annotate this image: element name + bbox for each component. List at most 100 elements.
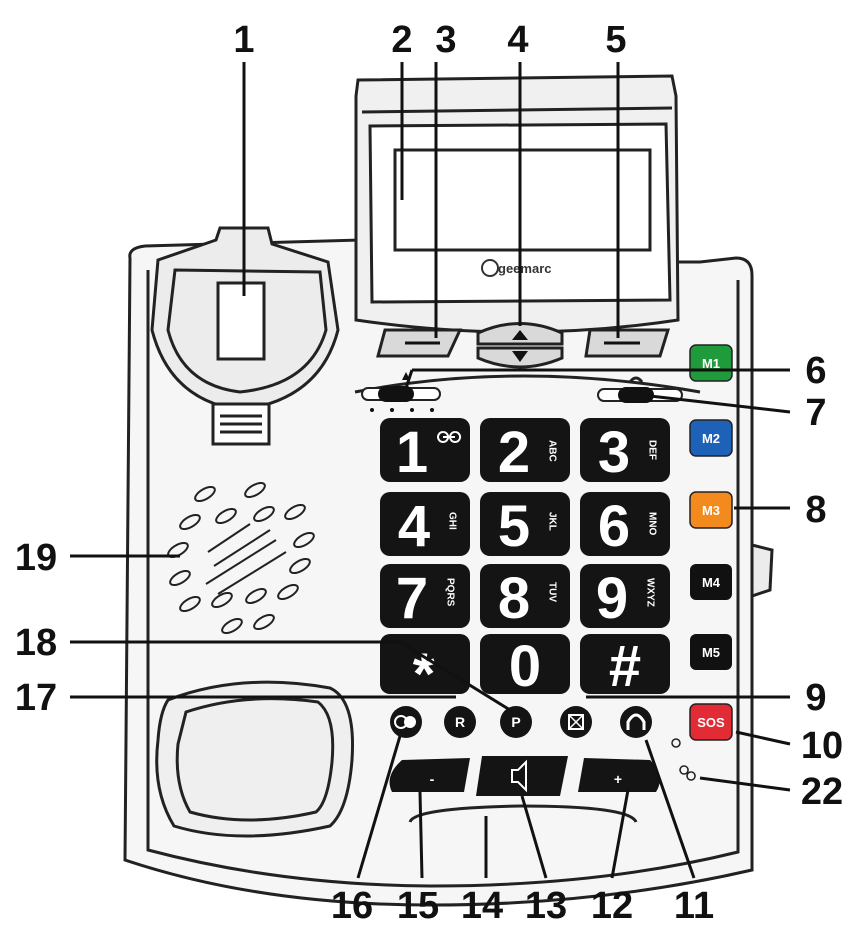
- pause-button[interactable]: P: [500, 706, 532, 738]
- callout-6: 6: [805, 350, 826, 392]
- key-9[interactable]: 9 WXYZ: [580, 564, 670, 631]
- svg-text:TUV: TUV: [547, 582, 558, 602]
- key-1[interactable]: 1: [380, 418, 470, 485]
- sos-button[interactable]: SOS: [689, 703, 733, 741]
- callout-17: 17: [15, 677, 57, 719]
- svg-text:-: -: [430, 771, 435, 787]
- key-hash[interactable]: #: [580, 634, 670, 699]
- svg-text:DEF: DEF: [647, 440, 658, 460]
- callout-15: 15: [397, 885, 439, 927]
- callout-14: 14: [461, 885, 503, 927]
- callout-13: 13: [525, 885, 567, 927]
- memory-button-m5[interactable]: M5: [690, 634, 732, 670]
- link-icon: [679, 765, 696, 781]
- voicemail-icon: [437, 431, 462, 443]
- key-6[interactable]: 6 MNO: [580, 492, 670, 559]
- svg-text:PQRS: PQRS: [445, 578, 456, 607]
- callout-16: 16: [331, 885, 373, 927]
- svg-text:8: 8: [498, 566, 530, 631]
- handset-cradle-inner: [166, 268, 328, 394]
- key-7[interactable]: 7 PQRS: [380, 564, 470, 631]
- speaker-icon: [511, 759, 527, 793]
- svg-text:R: R: [455, 714, 465, 730]
- memory-button-m2[interactable]: M2: [689, 419, 733, 457]
- svg-text:GHI: GHI: [447, 512, 458, 530]
- svg-text:+: +: [614, 771, 622, 787]
- svg-text:4: 4: [398, 494, 430, 559]
- callout-11: 11: [674, 885, 714, 927]
- mute-icon: [568, 714, 584, 730]
- callout-9: 9: [805, 677, 826, 719]
- svg-text:MNO: MNO: [647, 512, 658, 536]
- leader-lines: [70, 62, 791, 879]
- key-2[interactable]: 2 ABC: [480, 418, 570, 485]
- nav-up-arrow-icon: [512, 330, 528, 340]
- sliders-arc: [354, 374, 701, 394]
- svg-text:M5: M5: [702, 645, 720, 660]
- display-lid-edge: [361, 106, 673, 114]
- speaker-grille: [167, 482, 315, 634]
- lcd-screen: [393, 148, 652, 252]
- nav-down-arrow-icon: [512, 351, 528, 362]
- svg-text:7: 7: [396, 566, 428, 631]
- headset-button[interactable]: [620, 706, 652, 738]
- callout-1: 1: [233, 19, 254, 61]
- callout-18: 18: [15, 622, 57, 664]
- volume-up-button[interactable]: +: [578, 758, 660, 792]
- memory-button-m1[interactable]: M1: [689, 344, 733, 382]
- memory-button-m4[interactable]: M4: [690, 564, 732, 600]
- callout-22: 22: [801, 771, 843, 813]
- svg-text:1: 1: [396, 420, 428, 485]
- callout-3: 3: [435, 19, 456, 61]
- svg-text:2: 2: [498, 420, 530, 485]
- svg-text:M4: M4: [702, 575, 721, 590]
- svg-text:M3: M3: [702, 503, 720, 518]
- svg-text:3: 3: [598, 420, 630, 485]
- callout-5: 5: [605, 19, 626, 61]
- geemarc-logo: geemarc: [481, 259, 551, 277]
- brand-name: geemarc: [498, 261, 551, 276]
- recall-button[interactable]: R: [444, 706, 476, 738]
- key-8[interactable]: 8 TUV: [480, 564, 570, 631]
- volume-down-button[interactable]: -: [389, 758, 470, 792]
- svg-text:*: *: [413, 642, 436, 707]
- svg-text:0: 0: [509, 634, 541, 699]
- side-tab: [750, 543, 774, 599]
- mute-button[interactable]: [560, 706, 592, 738]
- key-star[interactable]: *: [380, 634, 470, 707]
- svg-text:5: 5: [498, 494, 530, 559]
- key-5[interactable]: 5 JKL: [480, 492, 570, 559]
- hearing-aid-button[interactable]: [390, 706, 422, 738]
- callout-8: 8: [805, 489, 826, 531]
- memory-button-m3[interactable]: M3: [689, 491, 733, 529]
- handset-rest-inner: [175, 697, 335, 822]
- tone-icon: [628, 376, 644, 383]
- headset-icon: [626, 713, 646, 730]
- callout-12: 12: [591, 885, 633, 927]
- key-0[interactable]: 0: [480, 634, 570, 699]
- sos-led: [671, 738, 681, 748]
- callout-2: 2: [391, 19, 412, 61]
- svg-text:JKL: JKL: [547, 512, 558, 531]
- speakerphone-button[interactable]: [476, 756, 568, 796]
- phone-base-inner-edge: [146, 270, 740, 888]
- handset-rest: [155, 680, 354, 838]
- key-4[interactable]: 4 GHI: [380, 492, 470, 559]
- callout-4: 4: [507, 19, 528, 61]
- keypad: 1 2 ABC 3 DEF 4 GHI 5 JKL 6 MNO: [380, 418, 670, 707]
- svg-text:WXYZ: WXYZ: [645, 578, 656, 607]
- svg-text:#: #: [609, 634, 641, 699]
- svg-text:P: P: [511, 714, 520, 730]
- hook-switch[interactable]: [216, 281, 266, 361]
- callout-7: 7: [805, 392, 826, 434]
- svg-text:6: 6: [598, 494, 630, 559]
- ringer-volume-slider[interactable]: [361, 372, 441, 412]
- callout-19: 19: [15, 537, 57, 579]
- svg-text:M2: M2: [702, 431, 720, 446]
- key-3[interactable]: 3 DEF: [580, 418, 670, 485]
- callout-10: 10: [801, 725, 843, 767]
- svg-text:ABC: ABC: [547, 440, 558, 462]
- svg-text:9: 9: [596, 566, 628, 631]
- callout-labels: 1 2 3 4 5 6 7 8 9 10 22 11 12 13 14 15 1…: [15, 19, 843, 927]
